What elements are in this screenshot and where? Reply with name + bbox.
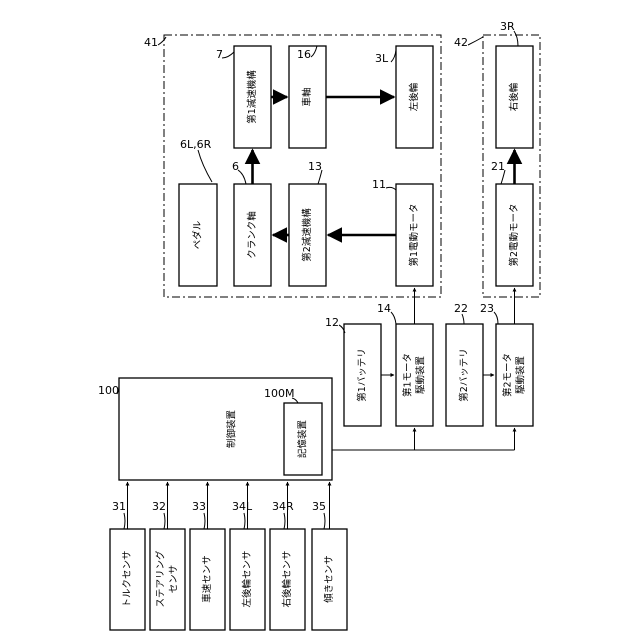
leader-23 xyxy=(494,312,498,324)
steering-sensor-label-2: センサ xyxy=(169,565,180,594)
ref-100: 100 xyxy=(98,384,119,397)
crank-shaft-label: クランク軸 xyxy=(246,211,258,259)
ref-11: 11 xyxy=(372,178,386,191)
right-wheel-sensor-label: 右後輪センサ xyxy=(281,550,293,607)
storage-device-label: 記憶装置 xyxy=(297,420,309,458)
ref-7: 7 xyxy=(216,48,223,61)
leader-6L6R xyxy=(198,150,212,182)
leader-34L xyxy=(244,513,245,529)
leader-3L xyxy=(391,50,396,62)
leader-32 xyxy=(164,513,165,529)
ref-23: 23 xyxy=(480,302,494,315)
ref-6L6R: 6L,6R xyxy=(180,138,212,151)
left-wheel-sensor-label: 左後輪センサ xyxy=(241,550,253,607)
ref-41: 41 xyxy=(144,36,158,49)
first-motor-driver-label-1: 第1モータ xyxy=(402,353,414,397)
leader-42 xyxy=(468,37,483,45)
second-motor-driver-label-1: 第2モータ xyxy=(502,353,514,397)
axle-label: 車軸 xyxy=(301,87,313,106)
leader-14 xyxy=(391,312,396,324)
leader-11 xyxy=(386,187,396,190)
steering-sensor-label-1: ステアリング xyxy=(155,550,167,608)
ref-3L: 3L xyxy=(375,52,389,65)
ref-14: 14 xyxy=(377,302,391,315)
first-motor-label: 第1電動モータ xyxy=(408,203,420,266)
ref-100M: 100M xyxy=(264,387,295,400)
leader-41 xyxy=(158,37,166,45)
leader-35 xyxy=(324,513,325,529)
leader-33 xyxy=(204,513,205,529)
ref-16: 16 xyxy=(297,48,311,61)
ref-3R: 3R xyxy=(500,20,515,33)
torque-sensor-label: トルクセンサ xyxy=(122,550,133,607)
first-reduction-label: 第1減速機構 xyxy=(246,70,258,124)
leader-7 xyxy=(222,52,234,58)
first-battery-label: 第1バッテリ xyxy=(356,348,368,402)
left-rear-wheel-label: 左後輪 xyxy=(408,82,420,111)
second-motor-label: 第2電動モータ xyxy=(508,203,520,266)
leader-6 xyxy=(238,170,246,184)
tilt-sensor-label: 傾きセンサ xyxy=(323,555,335,603)
ref-34R: 34R xyxy=(272,500,294,513)
second-battery-label: 第2バッテリ xyxy=(458,348,470,402)
leader-22 xyxy=(462,314,464,324)
ref-31: 31 xyxy=(112,500,126,513)
ref-22: 22 xyxy=(454,302,468,315)
speed-sensor-label: 車速センサ xyxy=(201,555,213,603)
second-motor-driver-label-2: 駆動装置 xyxy=(515,356,527,394)
leader-3R xyxy=(514,31,518,46)
pedal-label: ペダル xyxy=(192,220,204,249)
ref-21: 21 xyxy=(491,160,505,173)
ref-33: 33 xyxy=(192,500,206,513)
ref-12: 12 xyxy=(325,316,339,329)
ref-6: 6 xyxy=(232,160,239,173)
second-reduction-label: 第2減速機構 xyxy=(301,208,313,262)
ref-32: 32 xyxy=(152,500,166,513)
ref-35: 35 xyxy=(312,500,326,513)
ref-42: 42 xyxy=(454,36,468,49)
ref-34L: 34L xyxy=(232,500,253,513)
leader-31 xyxy=(124,513,125,529)
right-rear-wheel-label: 右後輪 xyxy=(508,82,520,111)
control-device-label: 制御装置 xyxy=(226,410,238,448)
first-motor-driver-label-2: 駆動装置 xyxy=(415,356,427,394)
leader-34R xyxy=(284,513,285,529)
ref-13: 13 xyxy=(308,160,322,173)
